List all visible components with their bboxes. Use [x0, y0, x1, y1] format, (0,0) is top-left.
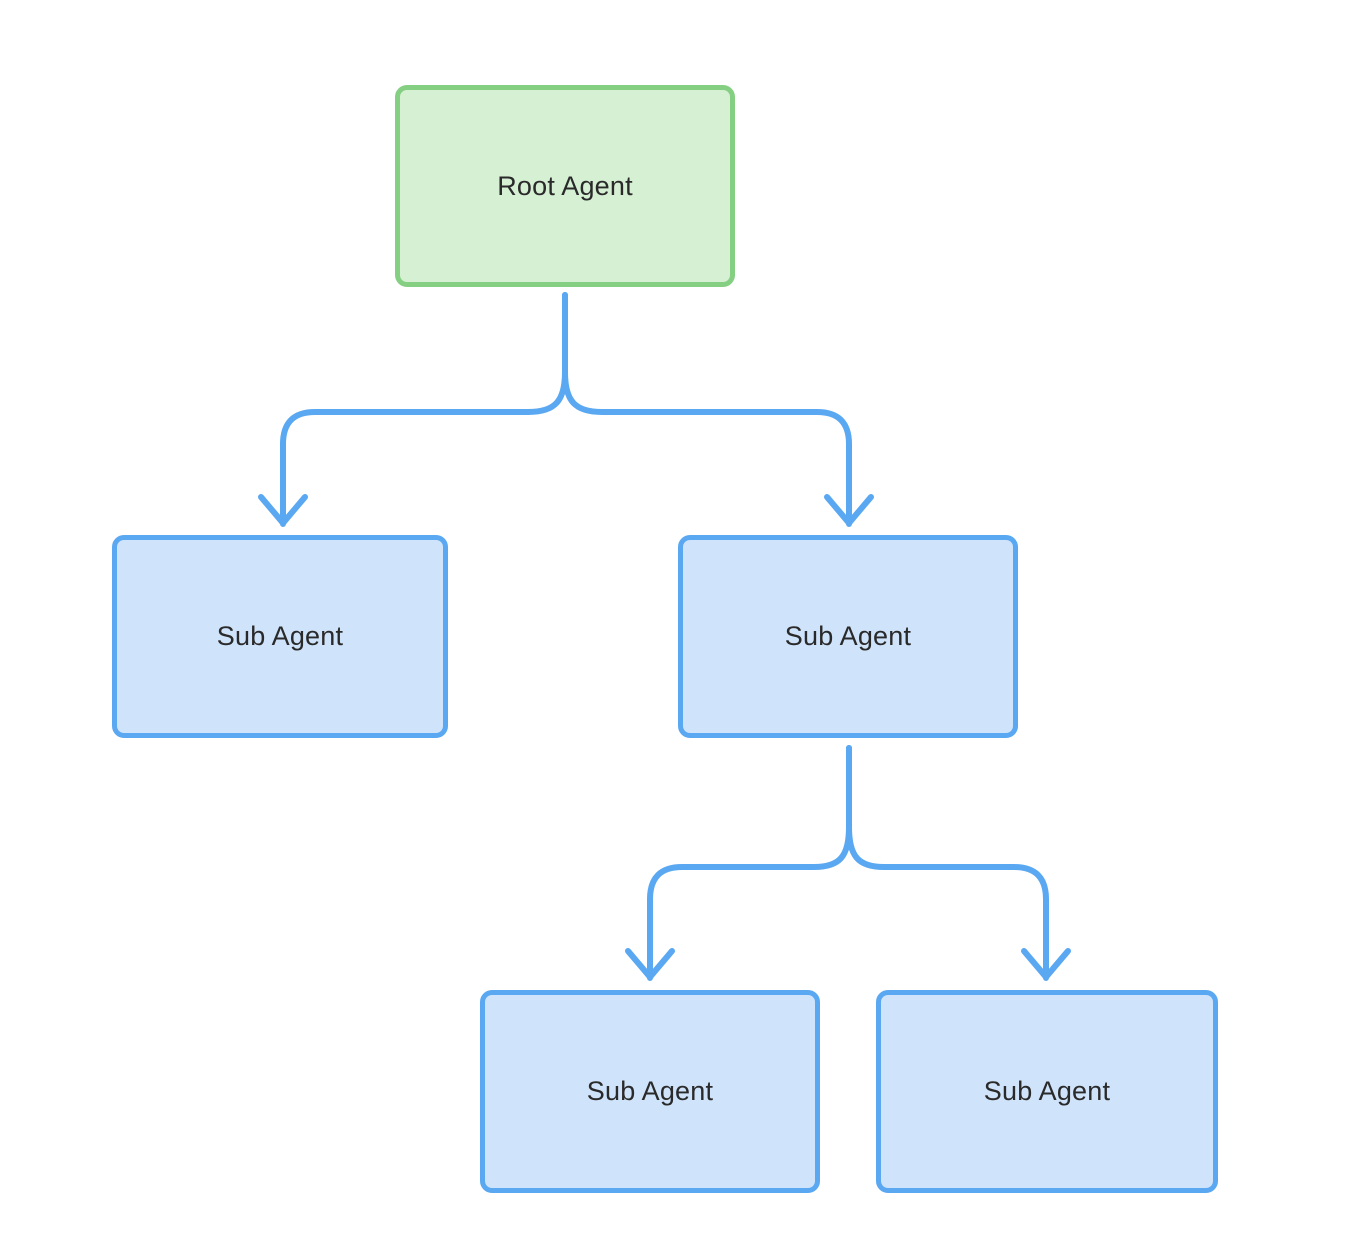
node-sub-agent-level2-right-label: Sub Agent: [983, 1076, 1111, 1106]
node-sub-agent-level2-right[interactable]: Sub Agent: [876, 990, 1218, 1193]
node-root-agent-label: Root Agent: [497, 170, 633, 201]
node-sub-agent-left-label: Sub Agent: [216, 621, 344, 651]
edge-root-to-sub-right: [562, 292, 874, 527]
node-sub-agent-level2-left[interactable]: Sub Agent: [480, 990, 820, 1193]
node-sub-agent-right[interactable]: Sub Agent: [678, 535, 1018, 738]
node-sub-agent-left[interactable]: Sub Agent: [112, 535, 448, 738]
node-root-agent[interactable]: Root Agent: [395, 85, 735, 287]
edge-sub-right-to-sub-right-2: [846, 745, 1071, 981]
edge-sub-right-to-sub-left-2: [625, 745, 852, 981]
node-sub-agent-right-label: Sub Agent: [784, 621, 912, 651]
edge-root-to-sub-left: [258, 292, 568, 527]
node-sub-agent-level2-left-label: Sub Agent: [586, 1076, 714, 1106]
